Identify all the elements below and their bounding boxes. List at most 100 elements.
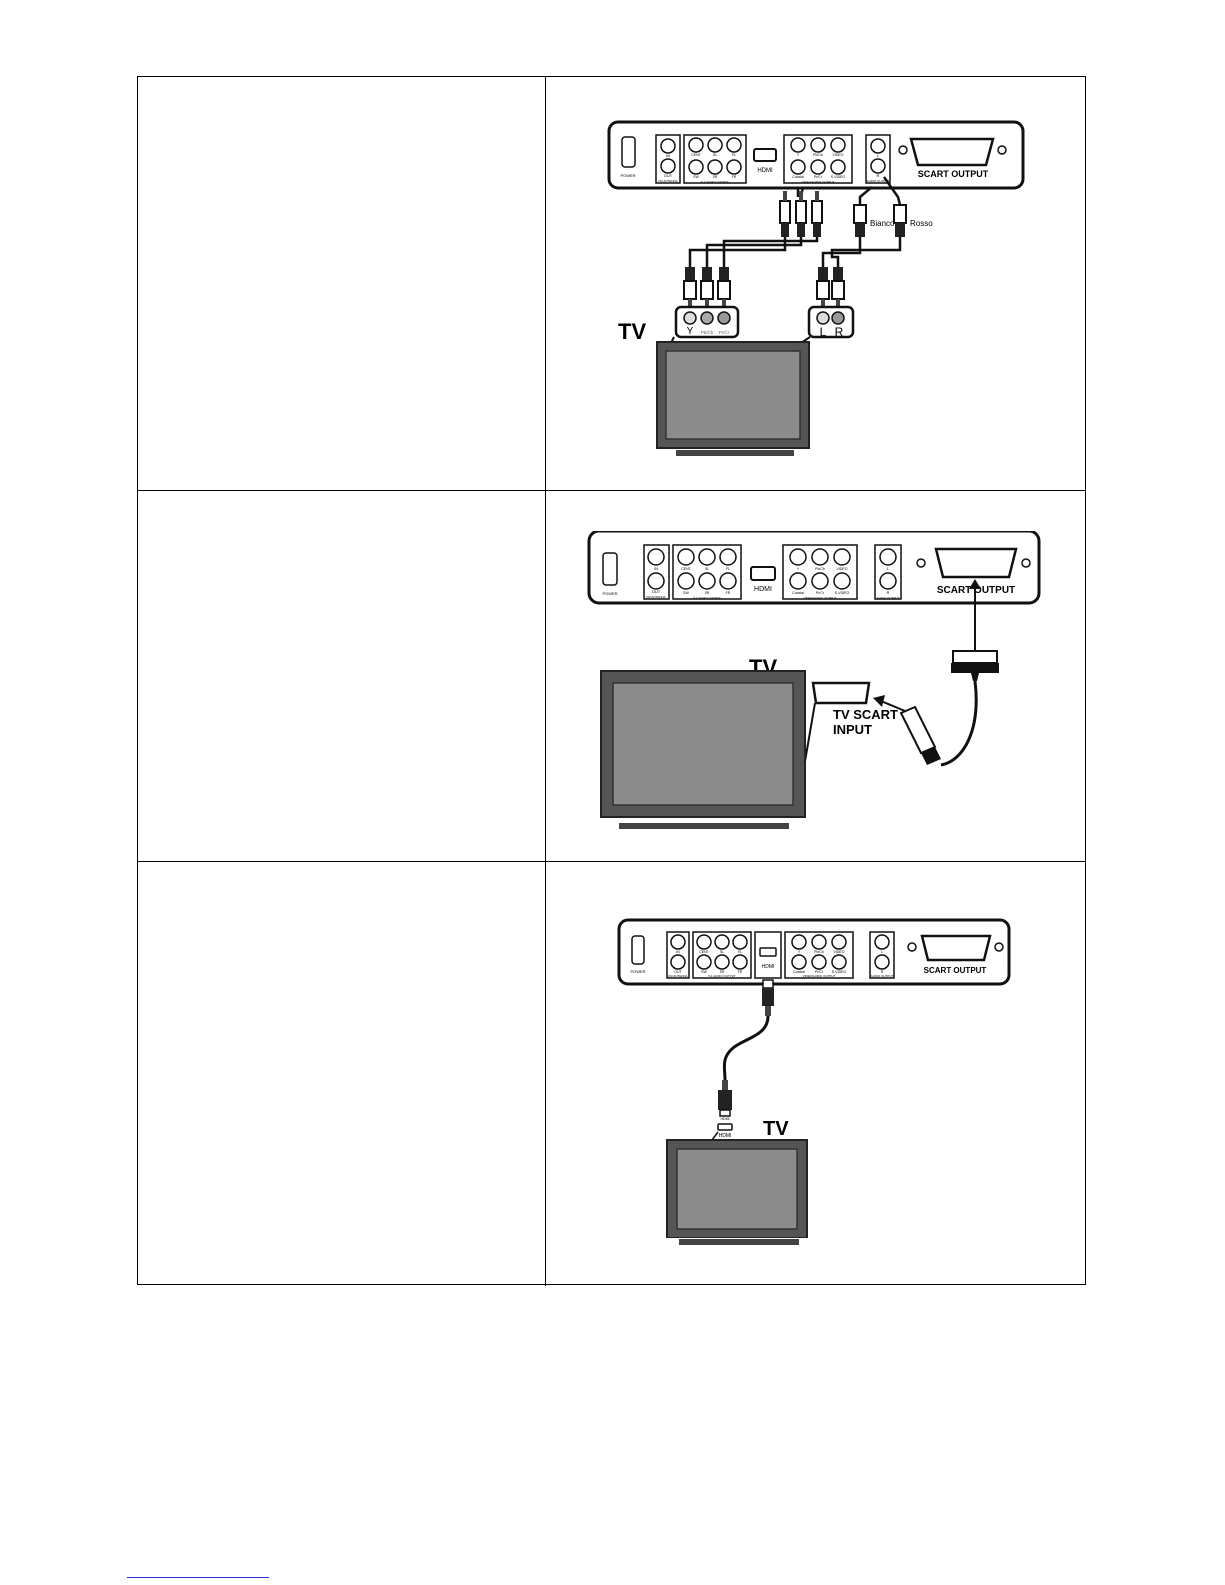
cable-red-label: Rosso	[910, 219, 933, 228]
svideo-label: S-VIDEO	[832, 970, 847, 974]
television-icon	[666, 1139, 808, 1238]
audio-sl-label: SL	[720, 950, 724, 954]
scart-output-label: SCART OUTPUT	[918, 169, 989, 179]
player-rear-panel: POWER IN OUT FM ANTENNA CENT SL	[587, 531, 1041, 605]
scart-cable	[940, 680, 978, 767]
coaxial-label: Coaxial	[793, 970, 805, 974]
audio-cent-label: CENT	[699, 950, 709, 954]
stereo-r-label: R	[881, 970, 884, 974]
fm-out-label: OUT	[652, 589, 661, 594]
video-section-label: VIDEO/AUDIO OUTPUT	[802, 180, 835, 184]
tv-jack-l: L	[820, 325, 827, 339]
stereo-r-label: R	[877, 173, 880, 178]
video-y-label: Y	[798, 950, 801, 954]
audio-fr-label: FR	[726, 591, 731, 595]
video-pb-label: Pb/Cb	[815, 567, 825, 571]
audio-sl-label: SL	[705, 567, 709, 571]
fm-out-label: OUT	[674, 970, 682, 974]
audio-cent-label: CENT	[681, 567, 691, 571]
audio-section-label: 5.1 AUDIO OUTPUT	[701, 180, 729, 184]
video-pr-label: Pr/Cr	[816, 591, 825, 595]
scart-plug-icon	[899, 705, 941, 765]
video-pb-label: Pb/Cb	[814, 950, 824, 954]
audio-fl-label: FL	[732, 153, 736, 157]
hdmi-port-label: HDMI	[757, 168, 773, 174]
component-plugs-tv	[683, 267, 731, 307]
stereo-section-label: AUDIO OUTPUT	[877, 596, 900, 600]
stereo-r-label: R	[887, 590, 890, 595]
footnote-separator	[127, 1577, 269, 1578]
diagram-cell: POWER IN OUT FM ANTENNA CENT SL	[546, 862, 1085, 1286]
hdmi-port-label: HDMI	[754, 586, 772, 593]
tv-jack-r: R	[835, 325, 844, 339]
video-composite-label: VIDEO	[833, 153, 844, 157]
scart-connection-diagram: POWER IN OUT FM ANTENNA CENT SL	[587, 531, 1041, 829]
tv-scart-label-line1: TV SCART	[833, 707, 898, 722]
audio-fr-label: FR	[738, 970, 743, 974]
audio-sw-label: SW	[701, 970, 707, 974]
video-pr-label: Pr/Cr	[815, 970, 824, 974]
video-pb-label: Pb/Cb	[813, 153, 823, 157]
coaxial-label: Coaxial	[792, 175, 804, 179]
stereo-l-label: L	[881, 950, 883, 954]
up-arrow-icon	[969, 579, 981, 655]
television-icon	[656, 341, 810, 456]
diagram-cell: POWER IN OUT FM ANTENNA CENT SL	[546, 491, 1085, 861]
video-y-label: Y	[797, 567, 800, 571]
hdmi-plug-icon: HDMI	[718, 1080, 732, 1121]
table-row-hdmi: POWER IN OUT FM ANTENNA CENT SL	[138, 861, 1085, 1286]
connection-table: POWER IN OUT FM ANTENNA CENT SL	[137, 76, 1086, 1286]
diagram-cell: POWER IN OUT FM ANTENNA CENT SL	[546, 77, 1085, 490]
fm-in-label: IN	[666, 153, 670, 158]
audio-sw-label: SW	[693, 175, 699, 179]
audio-fr-label: FR	[732, 175, 737, 179]
fm-in-label: IN	[654, 566, 658, 571]
audio-cable	[821, 176, 902, 267]
hdmi-plug-label: HDMI	[721, 1117, 730, 1121]
tv-jack-pr: Pr/Cr	[719, 330, 730, 335]
power-label: POWER	[602, 591, 617, 596]
audio-sr-label: SR	[713, 175, 718, 179]
tv-label: TV	[618, 319, 646, 344]
hdmi-cable	[722, 1015, 770, 1081]
player-rear-panel: POWER IN OUT FM ANTENNA CENT SL	[607, 120, 1025, 190]
audio-cent-label: CENT	[691, 153, 701, 157]
caption-cell	[138, 77, 546, 490]
tv-jack-pb: Pb/Cb	[701, 330, 714, 335]
audio-plugs	[816, 204, 907, 307]
tv-scart-input	[811, 681, 871, 705]
video-y-label: Y	[797, 153, 800, 157]
television-icon	[600, 670, 806, 829]
left-arrow-icon	[873, 695, 906, 712]
video-section-label: VIDEO/AUDIO OUTPUT	[804, 596, 837, 600]
caption-cell	[138, 862, 546, 1286]
tv-hdmi-input: HDMI	[717, 1123, 733, 1139]
audio-fl-label: FL	[738, 950, 742, 954]
tv-audio-jacks: L R	[807, 305, 855, 339]
scart-output-label: SCART OUTPUT	[924, 966, 987, 975]
audio-sw-label: SW	[683, 591, 689, 595]
fm-section-label: FM ANTENNA	[646, 595, 665, 599]
stereo-l-label: L	[887, 566, 890, 571]
tv-jack-y: Y	[687, 326, 694, 337]
video-pr-label: Pr/Cr	[814, 175, 823, 179]
table-row-component: POWER IN OUT FM ANTENNA CENT SL	[138, 77, 1085, 490]
video-composite-label: VIDEO	[837, 567, 848, 571]
tv-component-jacks: Y Pb/Cb Pr/Cr	[674, 305, 740, 339]
cable-white-label: Bianco	[870, 219, 895, 228]
caption-cell	[138, 491, 546, 861]
fm-section-label: FM ANTENNA	[668, 974, 687, 978]
table-row-scart: POWER IN OUT FM ANTENNA CENT SL	[138, 490, 1085, 861]
svideo-label: S-VIDEO	[831, 175, 846, 179]
video-section-label: VIDEO/AUDIO OUTPUT	[803, 974, 836, 978]
audio-fl-label: FL	[726, 567, 730, 571]
tv-hdmi-label: HDMI	[719, 1133, 732, 1139]
fm-out-label: OUT	[664, 173, 673, 178]
audio-section-label: 5.1 AUDIO OUTPUT	[708, 974, 736, 978]
tv-scart-label-line2: INPUT	[833, 722, 872, 737]
hdmi-connection-diagram: POWER IN OUT FM ANTENNA CENT SL	[617, 918, 1011, 1238]
fm-in-label: IN	[676, 950, 680, 954]
scart-plug-icon	[951, 650, 999, 681]
power-label: POWER	[630, 969, 645, 974]
component-plugs-top	[779, 191, 823, 237]
